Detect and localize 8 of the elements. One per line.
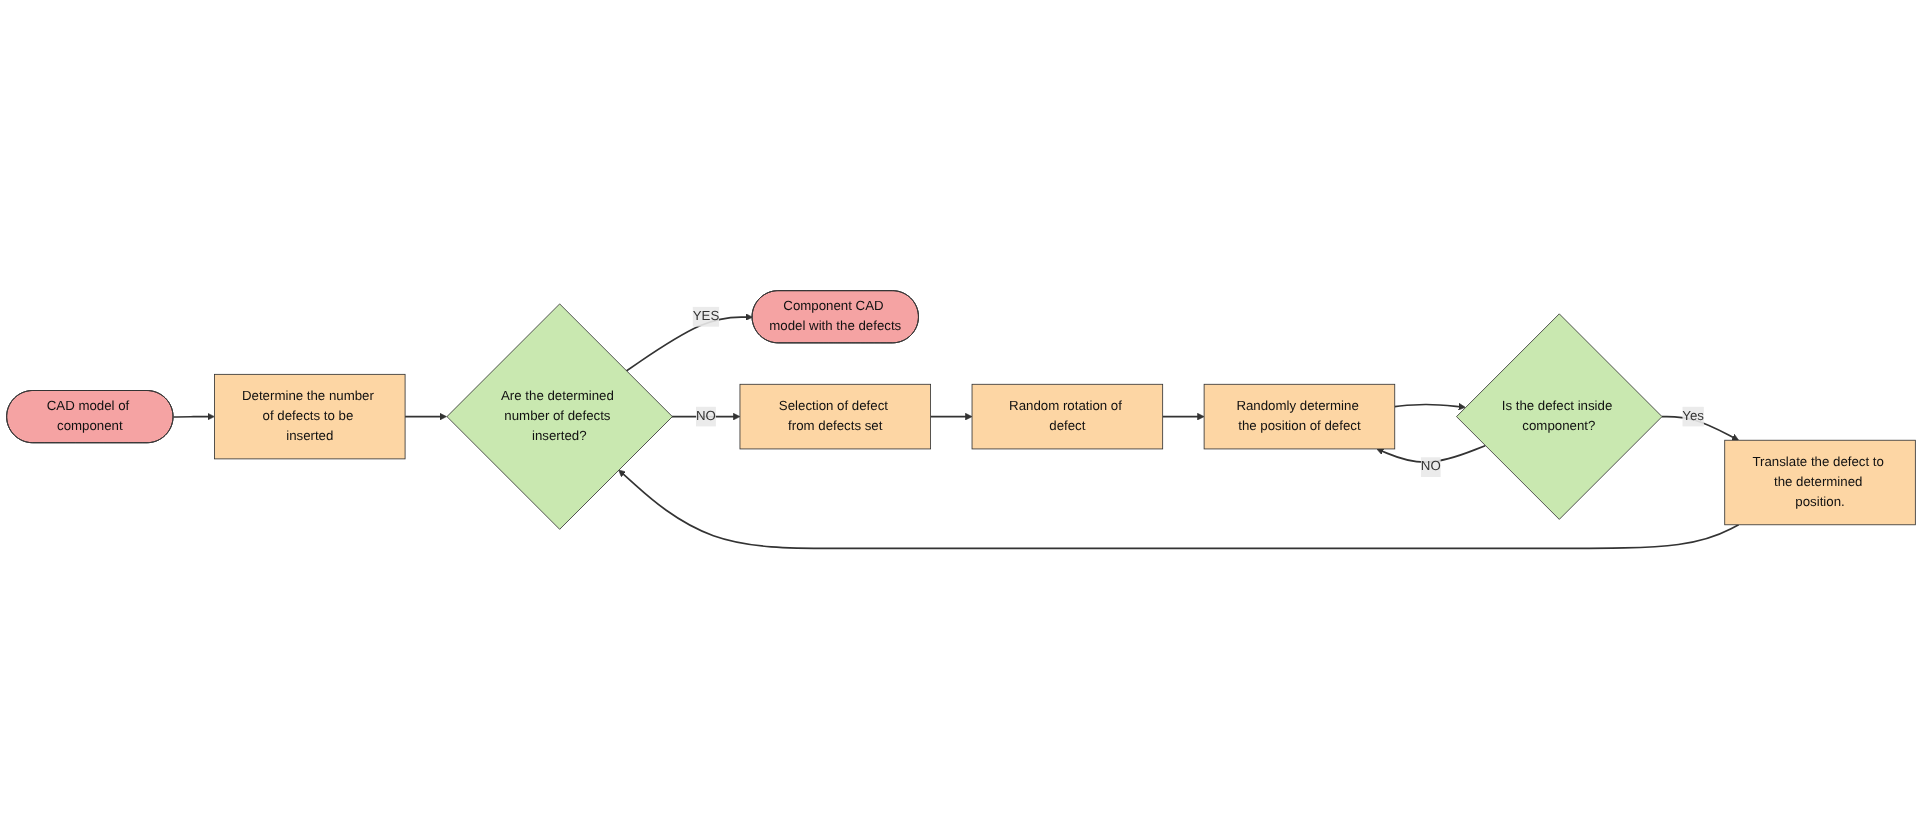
arrow	[625, 312, 753, 372]
arrow	[1161, 412, 1205, 420]
arrow	[172, 412, 215, 420]
arrow	[1393, 402, 1466, 410]
arrow	[404, 412, 447, 420]
arrow	[929, 412, 973, 420]
arrow	[618, 469, 1740, 549]
arrow	[1376, 444, 1486, 463]
